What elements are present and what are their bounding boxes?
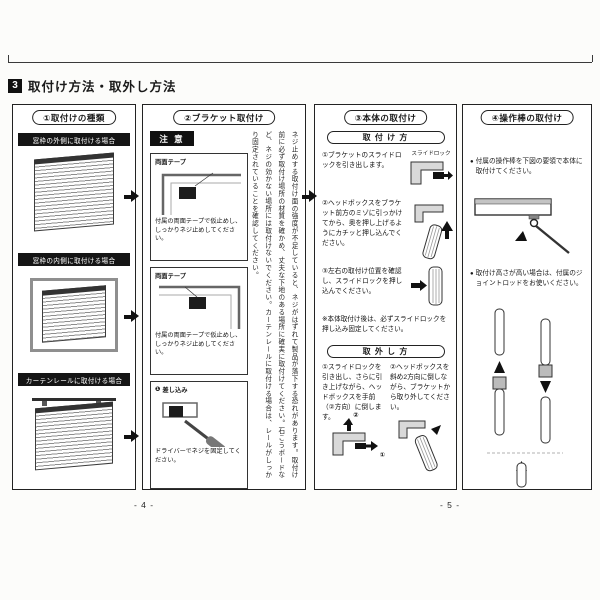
bracket-step-box-3: ❶ 差し込み ドライバーでネジを固定してください。 — [150, 381, 248, 489]
curtain-rail-shape — [32, 398, 116, 401]
rod-hook-drawing — [474, 198, 570, 254]
bracket-step-box-2: 両面テープ 付属の両面テープで仮止めし、しっかりネジ止めしてください。 — [150, 267, 248, 375]
direction-mark-1: ① — [379, 452, 385, 459]
step-number-mark: ❶ — [155, 386, 161, 393]
bracket-slide-lock-drawing — [410, 161, 453, 185]
section-title: 取付け方法・取外し方法 — [28, 80, 177, 94]
column-bracket-installation: ②ブラケット取付け 注 意 ネジ止めする取付け面の強度が不足していると、ネジがは… — [142, 104, 306, 490]
slide-lock-label: スライドロック — [411, 151, 451, 157]
blind-curtain-rail-illustration — [18, 388, 130, 488]
caution-badge: 注 意 — [150, 131, 194, 146]
tape-label: 両面テープ — [155, 273, 187, 280]
top-rule — [8, 62, 592, 63]
column-body-installation: ③本体の取付け 取 付 け 方 ①ブラケットのスライドロックを引き出します。 ス… — [314, 104, 457, 490]
remove-step-2-drawing — [398, 420, 441, 472]
blind-shape — [42, 285, 106, 343]
column3-header: ③本体の取付け — [343, 110, 428, 125]
top-rule-tick-left — [8, 55, 9, 62]
blind-inside-frame-illustration — [18, 268, 130, 368]
bracket-outside-corner-illustration — [161, 172, 241, 215]
column4-header: ④操作棒の取付け — [480, 110, 574, 125]
joint-rod-drawing — [487, 308, 563, 488]
bracket-step-caption: 付属の両面テープで仮止めし、しっかりネジ止めしてください。 — [155, 218, 242, 243]
page-number-right: - 5 - — [439, 500, 461, 510]
insert-label: 差し込み — [162, 387, 188, 394]
remove-step-1-text: ①スライドロックを引き出し、さらに引き上げながら、ヘッドボックスを手前（②方向）… — [322, 364, 383, 422]
flow-right-arrow-icon — [124, 190, 140, 203]
remove-step-2-illustration — [393, 415, 449, 481]
case-title-inside-frame: 窓枠の内側に取付ける場合 — [18, 253, 130, 266]
push-lock-illustration — [409, 263, 455, 316]
rod-hook-illustration — [471, 189, 583, 266]
bracket-step-box-1: 両面テープ 付属の両面テープで仮止めし、しっかりネジ止めしてください。 — [150, 153, 248, 261]
install-note: ※本体取付け後は、必ずスライドロックを押し込み固定してください。 — [322, 316, 447, 333]
bracket-step-caption: 付属の両面テープで仮止めし、しっかりネジ止めしてください。 — [155, 332, 242, 357]
push-lock-drawing — [411, 266, 443, 306]
install-step-3-text: ③左右の取付け位置を確認し、スライドロックを押し込んでください。 — [322, 268, 403, 296]
headbox-hook-illustration — [409, 201, 455, 268]
page-number-left: - 4 - — [133, 500, 155, 510]
case-title-outside-frame: 窓枠の外側に取付ける場合 — [18, 133, 130, 146]
install-method-title: 取 付 け 方 — [326, 131, 445, 144]
case-title-curtain-rail: カーテンレールに取付ける場合 — [18, 373, 130, 386]
screwdriver-illustration — [162, 402, 226, 447]
bracket-inside-corner-illustration — [159, 285, 241, 329]
tape-label: 両面テープ — [155, 159, 187, 166]
blind-outside-frame-illustration — [18, 148, 130, 248]
section-number-badge: 3 — [8, 78, 22, 93]
remove-step-2-text: ②ヘッドボックスを斜め2方向に倒しながら、ブラケットから取り外してください。 — [390, 364, 451, 412]
direction-mark-2: ② — [353, 412, 359, 419]
rail-bracket-shape — [42, 401, 47, 406]
joint-rod-illustration — [479, 305, 571, 494]
section-heading: 3 取付け方法・取外し方法 — [8, 76, 177, 95]
flow-right-arrow-icon — [302, 190, 318, 203]
bullet-icon: ● — [470, 271, 474, 277]
top-rule-tick-right — [592, 55, 593, 62]
remove-method-title: 取 外 し 方 — [326, 345, 445, 358]
remove-step-1-drawing — [332, 418, 378, 456]
blind-shape — [35, 401, 113, 471]
column1-header: ①取付けの種類 — [32, 110, 116, 125]
headbox-hook-drawing — [414, 204, 453, 260]
rod-attach-note: ● 付属の操作棒を下図の要領で本体に取付けてください。 — [470, 157, 586, 177]
install-step-1-text: ①ブラケットのスライドロックを引き出します。 — [322, 152, 402, 170]
bracket-step-caption: ドライバーでネジを固定してください。 — [155, 448, 241, 464]
bullet-icon: ● — [470, 159, 474, 165]
caution-vertical-text: ネジ止めする取付け面の強度が不足していると、ネジがはずれて製品が落下する恐れがあ… — [250, 131, 297, 479]
column-rod-installation: ④操作棒の取付け ● 付属の操作棒を下図の要領で本体に取付けてください。 ● 取… — [462, 104, 592, 490]
slide-lock-illustration: スライドロック — [407, 149, 455, 193]
install-step-2-text: ②ヘッドボックスをブラケット前方のミゾに引っかけてから、奥を押し上げるようにカチ… — [322, 200, 403, 248]
remove-step-1-illustration: ① ② — [325, 412, 385, 481]
joint-rod-note: ● 取付け高さが高い場合は、付属のジョイントロッドをお使いください。 — [470, 269, 586, 289]
blind-shape — [34, 152, 114, 232]
flow-right-arrow-icon — [124, 310, 140, 323]
column-installation-types: ①取付けの種類 窓枠の外側に取付ける場合 窓枠の内側に取付ける場合 カーテンレー… — [12, 104, 136, 490]
column2-header: ②ブラケット取付け — [173, 110, 275, 125]
flow-right-arrow-icon — [124, 430, 140, 443]
